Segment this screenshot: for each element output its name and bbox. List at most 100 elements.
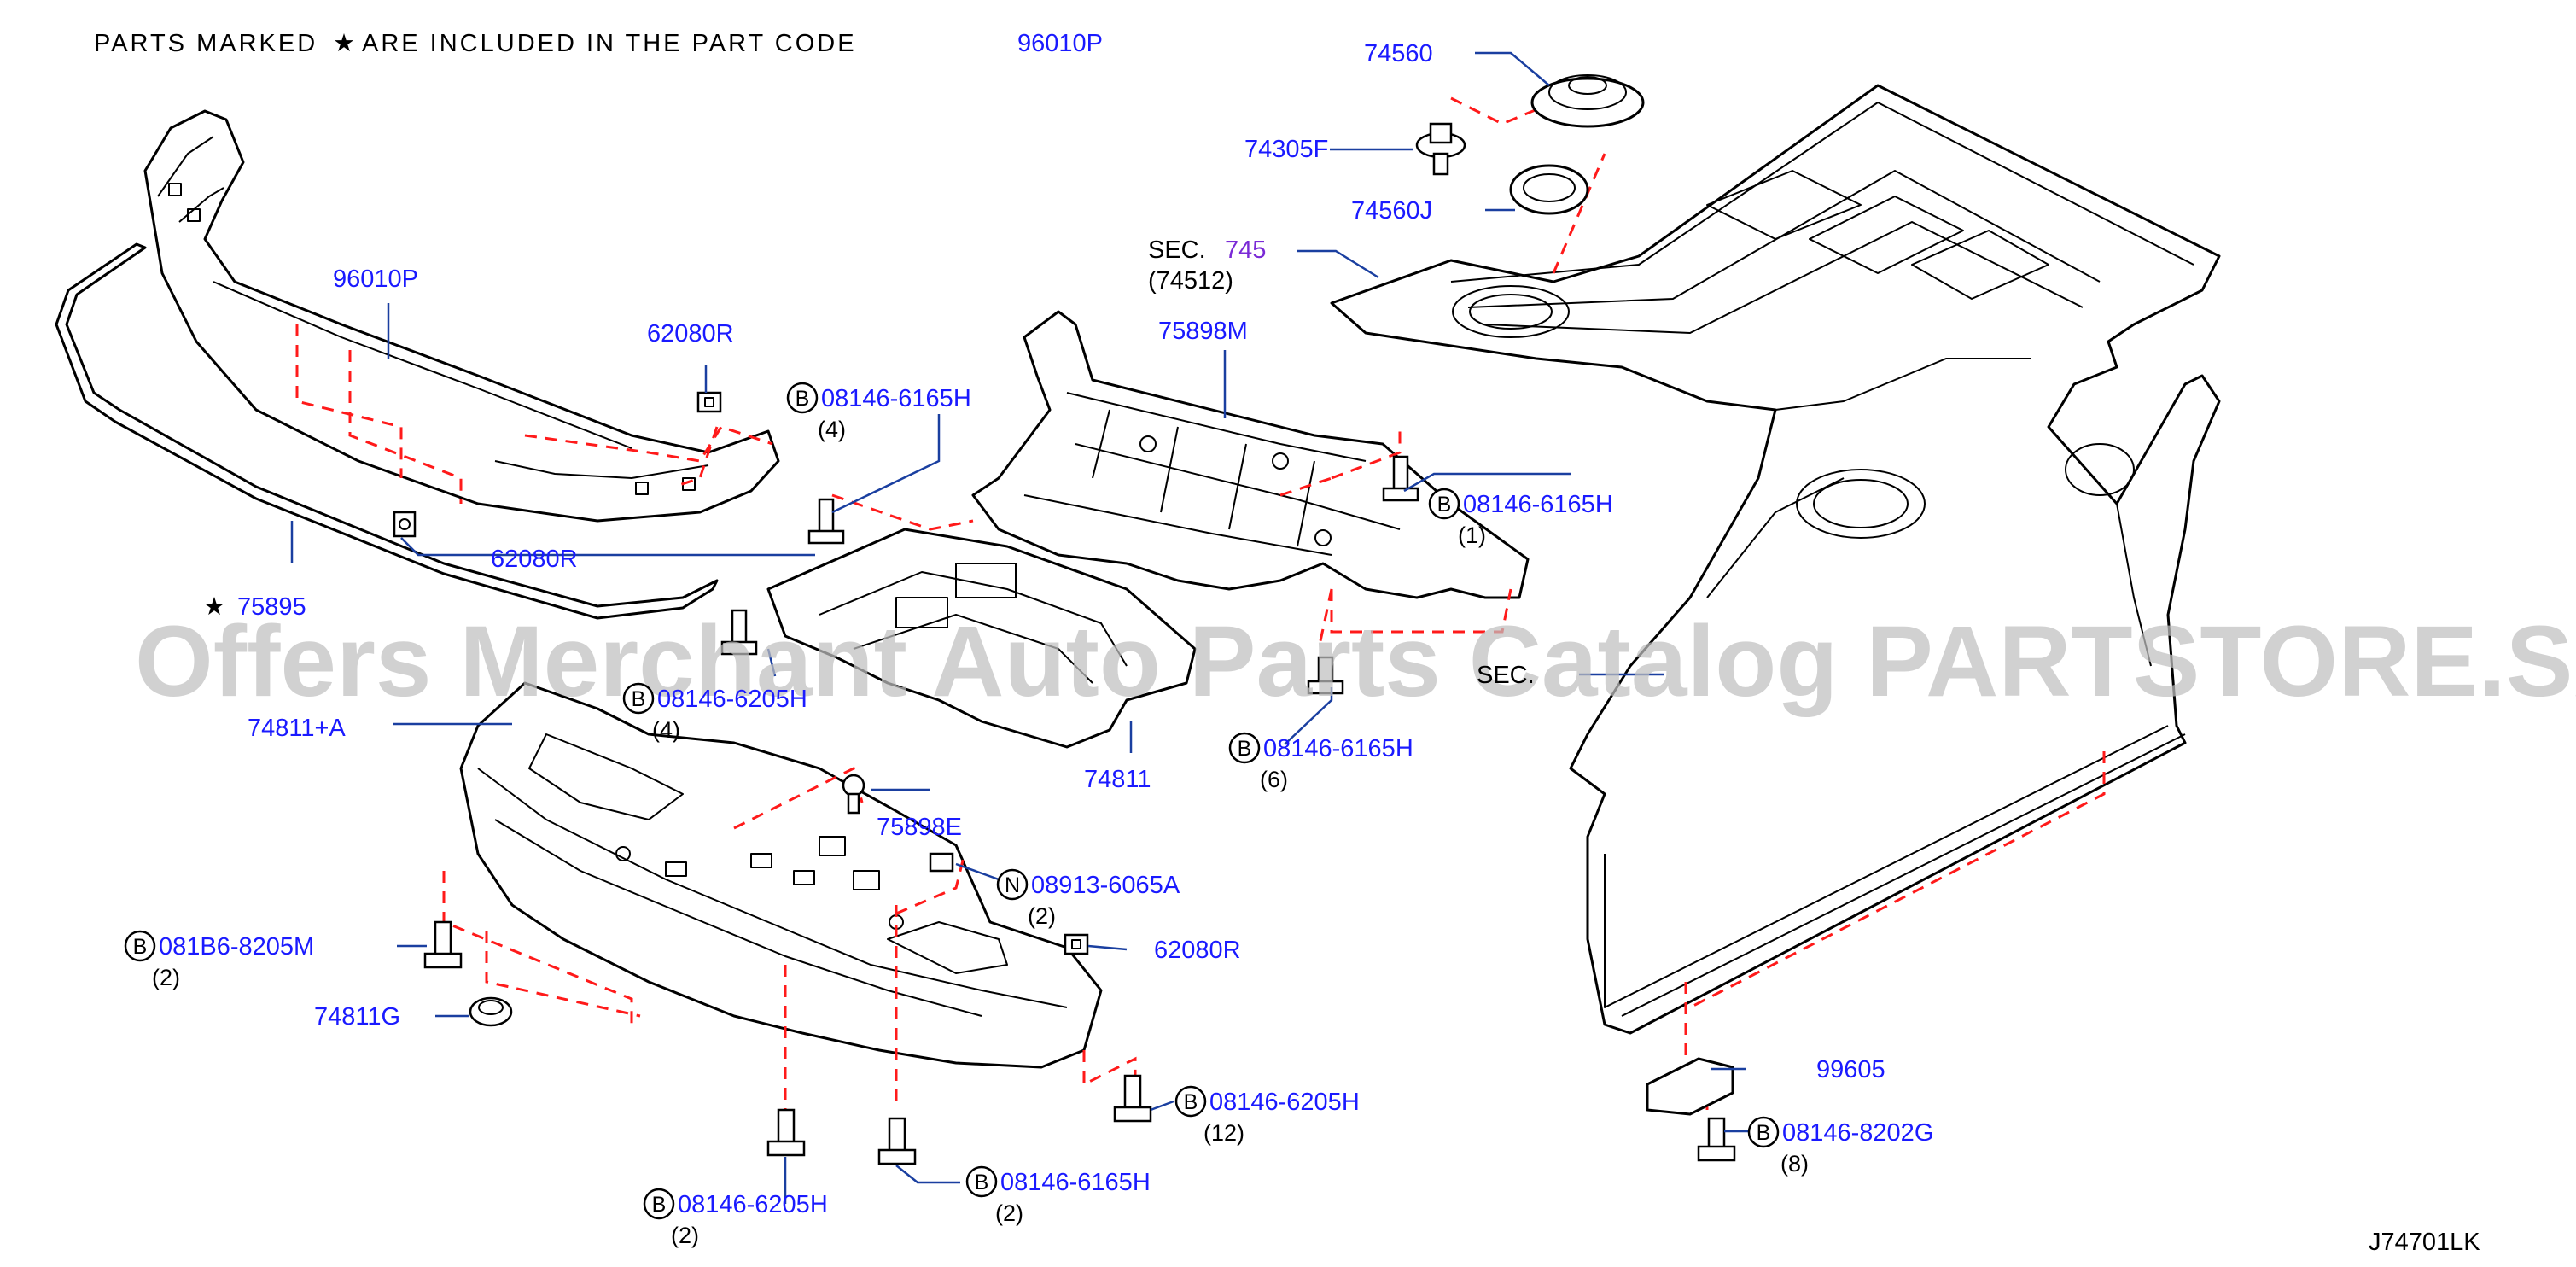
fastener-callout-b7[interactable]: B 08146-6205H (12) xyxy=(1174,1085,1360,1146)
fastener-callout-b10[interactable]: B 08146-8202G (8) xyxy=(1747,1116,1933,1176)
bolt-lower-left xyxy=(766,1108,806,1157)
bolt-08146-8202G xyxy=(1697,1117,1736,1162)
callout-62080R-upper[interactable]: 62080R xyxy=(647,320,734,347)
fastener-callout-b9[interactable]: B 08146-6165H (2) xyxy=(965,1165,1151,1226)
clip-75898E xyxy=(842,774,865,814)
fastener-callout-b8[interactable]: B 08146-6205H (2) xyxy=(643,1188,828,1248)
svg-text:081B6-8205M: 081B6-8205M xyxy=(159,933,314,960)
svg-text:(2): (2) xyxy=(1028,903,1056,929)
fastener-callout-b3[interactable]: B 08146-6205H (4) xyxy=(622,682,807,743)
front-bumper-fascia xyxy=(143,109,780,523)
center-under-cover xyxy=(971,310,1530,599)
svg-text:(12): (12) xyxy=(1203,1120,1244,1146)
frame-under-cover xyxy=(766,528,1197,749)
svg-text:08146-6165H: 08146-6165H xyxy=(1463,491,1613,518)
svg-text:08913-6065A: 08913-6065A xyxy=(1031,872,1180,899)
badge-b-icon xyxy=(1428,488,1460,520)
svg-text:(8): (8) xyxy=(1780,1151,1809,1176)
svg-text:08146-8202G: 08146-8202G xyxy=(1782,1119,1933,1147)
callout-74811[interactable]: 74811 xyxy=(1084,766,1151,793)
badge-b-icon xyxy=(965,1165,998,1198)
fastener-callout-b2[interactable]: B 08146-6165H (1) xyxy=(1428,488,1613,548)
svg-text:N: N xyxy=(1005,873,1020,897)
bracket-99605 xyxy=(1646,1057,1734,1116)
header-note-suffix: ARE INCLUDED IN THE PART CODE xyxy=(362,30,857,57)
body-floor-structure xyxy=(1330,84,2221,1035)
clip-N-08913 xyxy=(929,852,954,873)
callout-99605[interactable]: 99605 xyxy=(1816,1056,1885,1083)
svg-text:(2): (2) xyxy=(995,1200,1023,1226)
clip-62080R-lower-right xyxy=(1064,933,1089,955)
clip-62080R-lower xyxy=(393,511,417,538)
header-note-star: ★ xyxy=(333,30,358,57)
badge-b-icon xyxy=(1747,1116,1780,1148)
badge-b-icon xyxy=(1174,1085,1207,1118)
svg-text:(2): (2) xyxy=(152,965,180,990)
diagram-code: J74701LK xyxy=(2369,1229,2480,1256)
section-sub: (74512) xyxy=(1148,267,1233,295)
callout-75898E[interactable]: 75898E xyxy=(877,814,962,841)
svg-text:08146-6205H: 08146-6205H xyxy=(678,1191,828,1218)
callout-62080R-right[interactable]: 62080R xyxy=(1154,937,1241,964)
svg-text:(6): (6) xyxy=(1260,767,1288,792)
fastener-callout-b1[interactable]: B 08146-6165H (4) xyxy=(786,382,971,442)
clip-62080R-upper xyxy=(696,391,722,413)
seal-74560J xyxy=(1509,164,1589,215)
callout-96010P[interactable]: 96010P xyxy=(333,266,418,293)
callout-75898M[interactable]: 75898M xyxy=(1158,318,1248,345)
header-part-code[interactable]: 96010P xyxy=(1017,30,1103,57)
svg-text:B: B xyxy=(796,387,810,411)
section-number[interactable]: 745 xyxy=(1225,236,1266,264)
bolt-center-upper-left xyxy=(807,498,845,545)
header-note-prefix: PARTS MARKED xyxy=(94,30,318,57)
badge-b-icon xyxy=(643,1188,675,1220)
svg-text:B: B xyxy=(1184,1090,1198,1114)
callout-62080R-lower[interactable]: 62080R xyxy=(491,546,578,573)
svg-text:B: B xyxy=(632,687,646,711)
callout-74560J[interactable]: 74560J xyxy=(1351,197,1432,225)
svg-text:08146-6205H: 08146-6205H xyxy=(1209,1089,1360,1116)
svg-text:(4): (4) xyxy=(818,417,846,442)
callout-74560[interactable]: 74560 xyxy=(1364,40,1433,67)
callout-75895-star: ★ xyxy=(203,593,225,621)
badge-b-icon xyxy=(786,382,819,414)
bolt-lower-mid xyxy=(877,1117,917,1165)
section-prefix: SEC. xyxy=(1148,236,1206,264)
callout-74811G[interactable]: 74811G xyxy=(314,1003,400,1031)
callout-74811A[interactable]: 74811+A xyxy=(248,715,346,742)
svg-text:B: B xyxy=(1437,493,1452,517)
fastener-callout-b6[interactable]: B 081B6-8205M (2) xyxy=(124,930,314,990)
section-reference: SEC. 745 (74512) SEC. xyxy=(1148,236,1535,689)
bolt-lower-right xyxy=(1113,1074,1152,1123)
cap-74560 xyxy=(1530,74,1645,128)
grommet-74811G xyxy=(469,996,513,1027)
bolt-center-bottom xyxy=(1307,656,1344,695)
lower-front-under-cover xyxy=(459,681,1103,1069)
fastener-callout-n5[interactable]: N 08913-6065A (2) xyxy=(996,868,1180,929)
watermark: Offers Merchant Auto Parts Catalog PARTS… xyxy=(135,605,2576,718)
bolt-center-right xyxy=(1382,455,1419,502)
svg-text:B: B xyxy=(1238,737,1252,761)
bolt-081B6-8205M xyxy=(423,920,463,969)
fastener-callout-b4[interactable]: B 08146-6165H (6) xyxy=(1228,732,1413,792)
svg-text:08146-6205H: 08146-6205H xyxy=(657,686,807,713)
svg-text:B: B xyxy=(975,1171,989,1194)
header-note: PARTS MARKED ★ ARE INCLUDED IN THE PART … xyxy=(94,30,1103,57)
section-prefix-second: SEC. xyxy=(1477,662,1535,689)
svg-text:(1): (1) xyxy=(1458,523,1486,548)
svg-text:(4): (4) xyxy=(652,717,680,743)
svg-text:B: B xyxy=(133,935,148,959)
front-spoiler-lip xyxy=(55,242,719,620)
svg-text:B: B xyxy=(1757,1121,1771,1145)
badge-b-icon xyxy=(622,682,655,715)
badge-b-icon xyxy=(124,930,156,962)
bolt-center-left xyxy=(720,609,758,656)
badge-n-icon xyxy=(996,868,1029,901)
callout-75895[interactable]: 75895 xyxy=(237,593,306,621)
svg-text:08146-6165H: 08146-6165H xyxy=(821,385,971,412)
svg-text:(2): (2) xyxy=(671,1223,699,1248)
clip-74305F xyxy=(1415,122,1466,176)
callout-74305F[interactable]: 74305F xyxy=(1244,136,1328,163)
svg-text:08146-6165H: 08146-6165H xyxy=(1000,1169,1151,1196)
